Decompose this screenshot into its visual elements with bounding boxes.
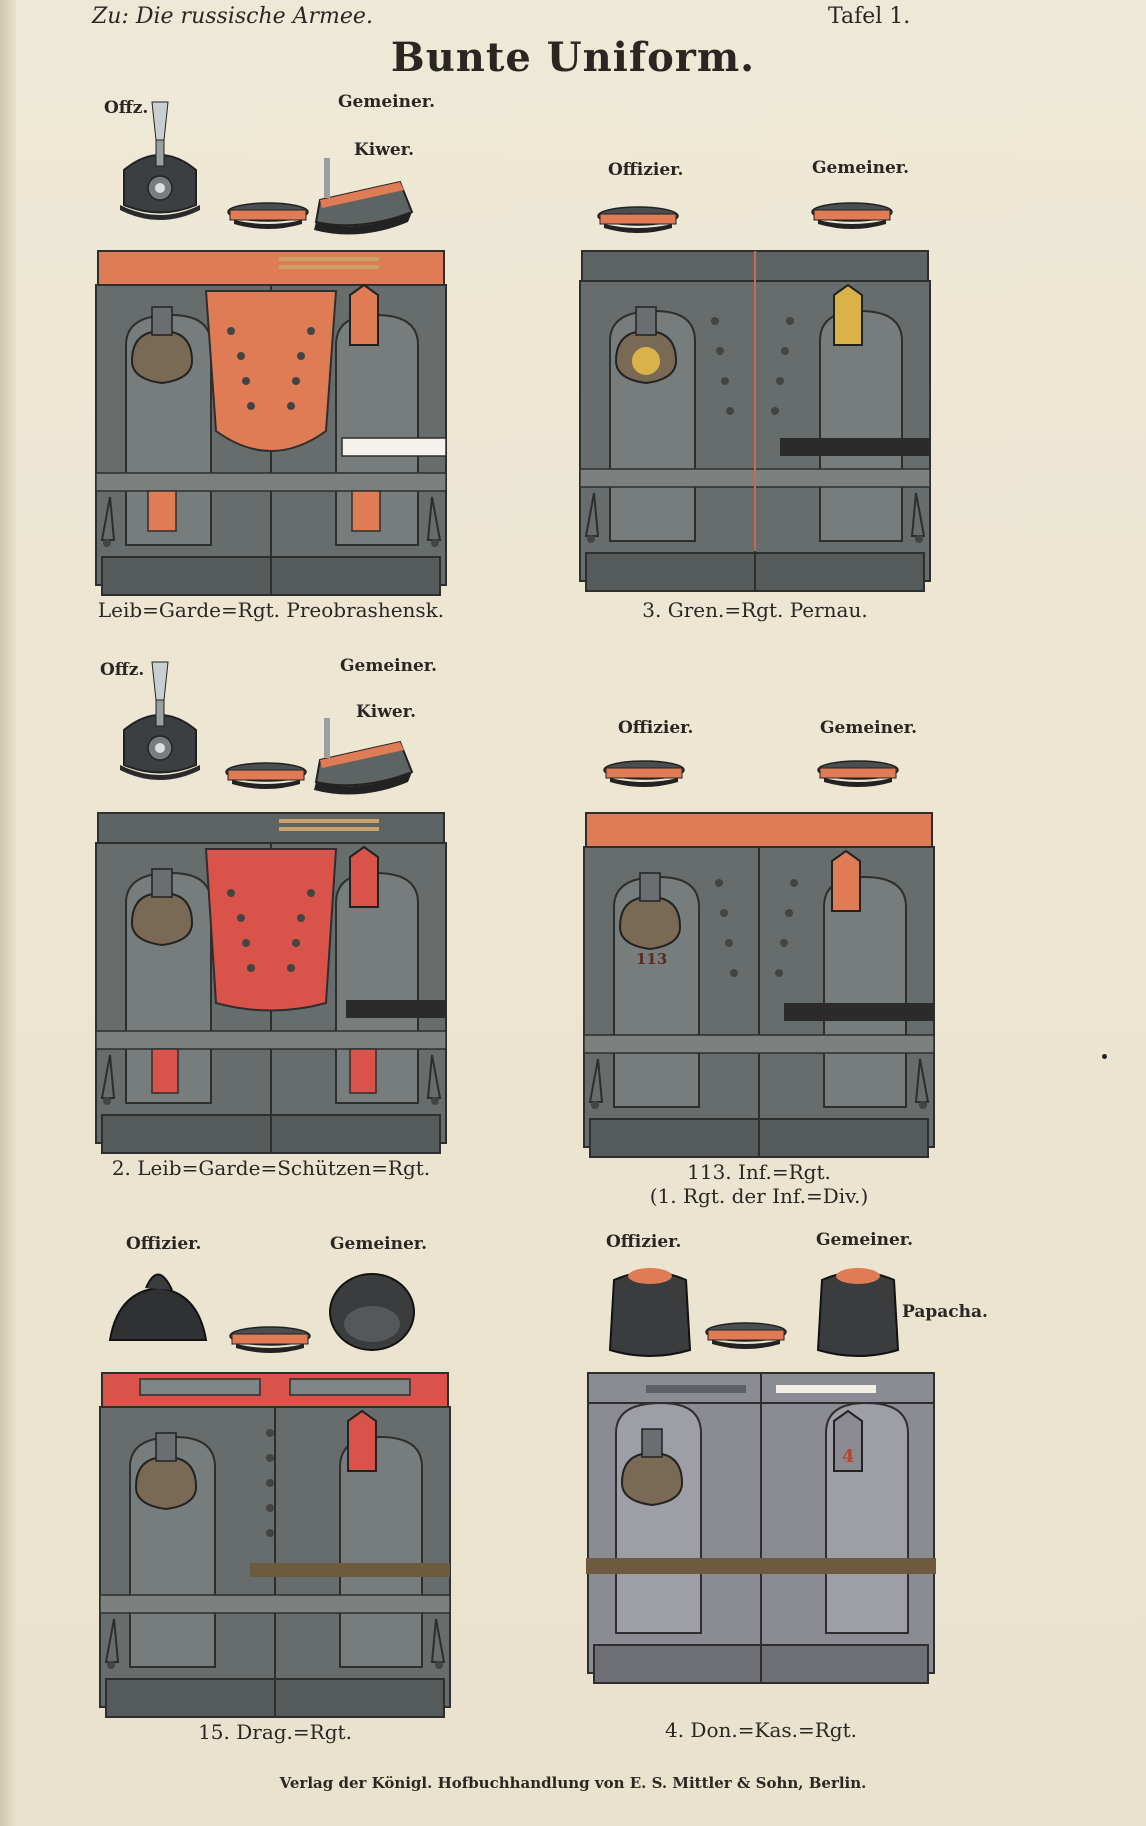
page-title: Bunte Uniform. xyxy=(390,34,756,81)
panel-4-caption-line1: 113. Inf.=Rgt. xyxy=(687,1160,831,1184)
panel-5-caption: 15. Drag.=Rgt. xyxy=(198,1720,352,1744)
plate-number: Tafel 1. xyxy=(828,4,911,29)
panel-6-label-officer: Offizier. xyxy=(606,1232,682,1252)
panel-1-caption: Leib=Garde=Rgt. Preobrashensk. xyxy=(97,598,445,622)
panel-4-label-officer: Offizier. xyxy=(618,718,694,738)
panel-3-label-kiwer: Kiwer. xyxy=(356,702,416,722)
panel-4-coat xyxy=(583,812,935,1158)
panel-4-badge: 113 xyxy=(636,950,668,968)
panel-1-label-private: Gemeiner. xyxy=(338,92,436,112)
header-reference: Zu: Die russische Armee. xyxy=(92,4,373,29)
publisher-footer: Verlag der Königl. Hofbuchhandlung von E… xyxy=(279,1774,867,1792)
panel-6-label-papacha: Papacha. xyxy=(902,1302,988,1322)
panel-1-coat xyxy=(95,250,447,596)
panel-2-label-officer: Offizier. xyxy=(608,160,684,180)
panel-6-caption: 4. Don.=Kas.=Rgt. xyxy=(664,1718,857,1742)
dragoon-officer-helmet xyxy=(108,1273,208,1341)
panel-2-caption: 3. Gren.=Rgt. Pernau. xyxy=(642,598,868,622)
panel-4-label-private: Gemeiner. xyxy=(820,718,918,738)
panel-1-label-officer: Offz. xyxy=(104,98,149,118)
panel-3-label-officer: Offz. xyxy=(100,660,145,680)
panel-5-coat xyxy=(99,1372,451,1718)
cossack-private-papacha xyxy=(816,1268,900,1357)
panel-3-caption: 2. Leib=Garde=Schützen=Rgt. xyxy=(111,1156,431,1180)
panel-4-caption-line2: (1. Rgt. der Inf.=Div.) xyxy=(649,1184,869,1208)
dragoon-private-helmet xyxy=(329,1273,415,1351)
panel-6-badge: 4 xyxy=(842,1446,855,1467)
panel-3-label-private: Gemeiner. xyxy=(340,656,438,676)
cossack-officer-papacha xyxy=(608,1268,692,1357)
paper-speck xyxy=(1102,1054,1107,1059)
panel-1-label-kiwer: Kiwer. xyxy=(354,140,414,160)
panel-6-coat xyxy=(586,1372,936,1684)
panel-5-label-private: Gemeiner. xyxy=(330,1234,428,1254)
panel-2-coat xyxy=(579,250,931,592)
panel-5-label-officer: Offizier. xyxy=(126,1234,202,1254)
panel-3-coat xyxy=(95,812,447,1154)
panel-6-label-private: Gemeiner. xyxy=(816,1230,914,1250)
panel-2-label-private: Gemeiner. xyxy=(812,158,910,178)
page-gutter-shadow xyxy=(0,0,16,1826)
